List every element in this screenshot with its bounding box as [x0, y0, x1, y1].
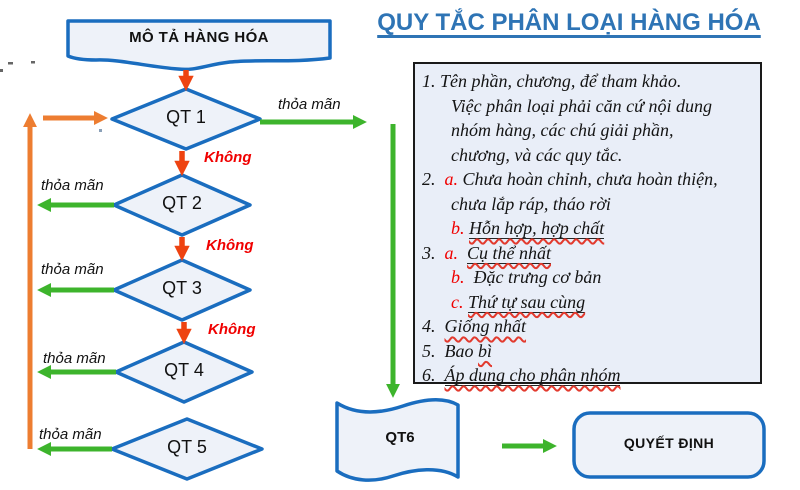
banner-label: MÔ TẢ HÀNG HÓA	[129, 29, 269, 46]
rules-panel: 1. Tên phần, chương, để tham khảo. Việc p…	[413, 62, 762, 386]
no-label-qt2: Không	[206, 237, 254, 254]
panel-lines: 1. Tên phần, chương, để tham khảo. Việc p…	[415, 64, 760, 388]
qt3-diamond	[112, 258, 252, 322]
panel-line: 2. a. Chưa hoàn chỉnh, chưa hoàn thiện,	[422, 169, 718, 189]
stray-specks	[0, 61, 102, 132]
yes-arrows	[37, 115, 557, 456]
qt6-flag-shape	[335, 398, 460, 482]
yes-label-qt1: thỏa mãn	[278, 96, 341, 113]
qt5-label: QT 5	[167, 437, 207, 457]
panel-line: 5. Bao bì	[422, 340, 493, 361]
qt3-label: QT 3	[162, 278, 202, 298]
panel-line: chưa lắp ráp, tháo rời	[451, 193, 611, 214]
panel-line: Việc phân loại phải căn cứ nội dung	[451, 95, 712, 116]
no-label-qt1: Không	[204, 149, 252, 166]
loop-arrows	[23, 111, 108, 449]
qt5-diamond	[110, 417, 264, 481]
panel-line: c. Thứ tự sau cùng	[451, 291, 586, 313]
qt4-label: QT 4	[164, 360, 204, 380]
panel-line: 3. a. Cụ thể nhất	[422, 242, 551, 264]
qt6-label: QT6	[385, 429, 415, 446]
no-label-qt3: Không	[208, 321, 256, 338]
qt1-diamond	[110, 87, 262, 151]
yes-label-qt5: thỏa mãn	[39, 426, 102, 443]
qt2-diamond	[112, 173, 252, 237]
panel-line: 1. Tên phần, chương, để tham khảo.	[422, 71, 682, 91]
panel-line: 4. Giống nhất	[422, 316, 527, 336]
panel-line: b. Hỗn hợp, hợp chất	[451, 218, 605, 239]
description-banner-shape	[66, 19, 332, 72]
qt2-label: QT 2	[162, 193, 202, 213]
yes-label-qt3: thỏa mãn	[41, 261, 104, 278]
qt4-diamond	[114, 340, 254, 404]
panel-line: nhóm hàng, các chú giải phần,	[451, 120, 674, 140]
yes-label-qt2: thỏa mãn	[41, 177, 104, 194]
no-arrows	[174, 70, 194, 345]
panel-line: b. Đặc trưng cơ bản	[451, 267, 602, 287]
page-title: QUY TẮC PHÂN LOẠI HÀNG HÓA	[377, 9, 761, 36]
panel-line: 6. Áp dụng cho phân nhóm	[422, 365, 621, 386]
decision-label: QUYẾT ĐỊNH	[623, 435, 715, 451]
panel-line: chương, và các quy tắc.	[451, 144, 623, 165]
decision-box-shape	[572, 411, 766, 479]
yes-label-qt4: thỏa mãn	[43, 350, 106, 367]
qt1-label: QT 1	[166, 107, 206, 127]
